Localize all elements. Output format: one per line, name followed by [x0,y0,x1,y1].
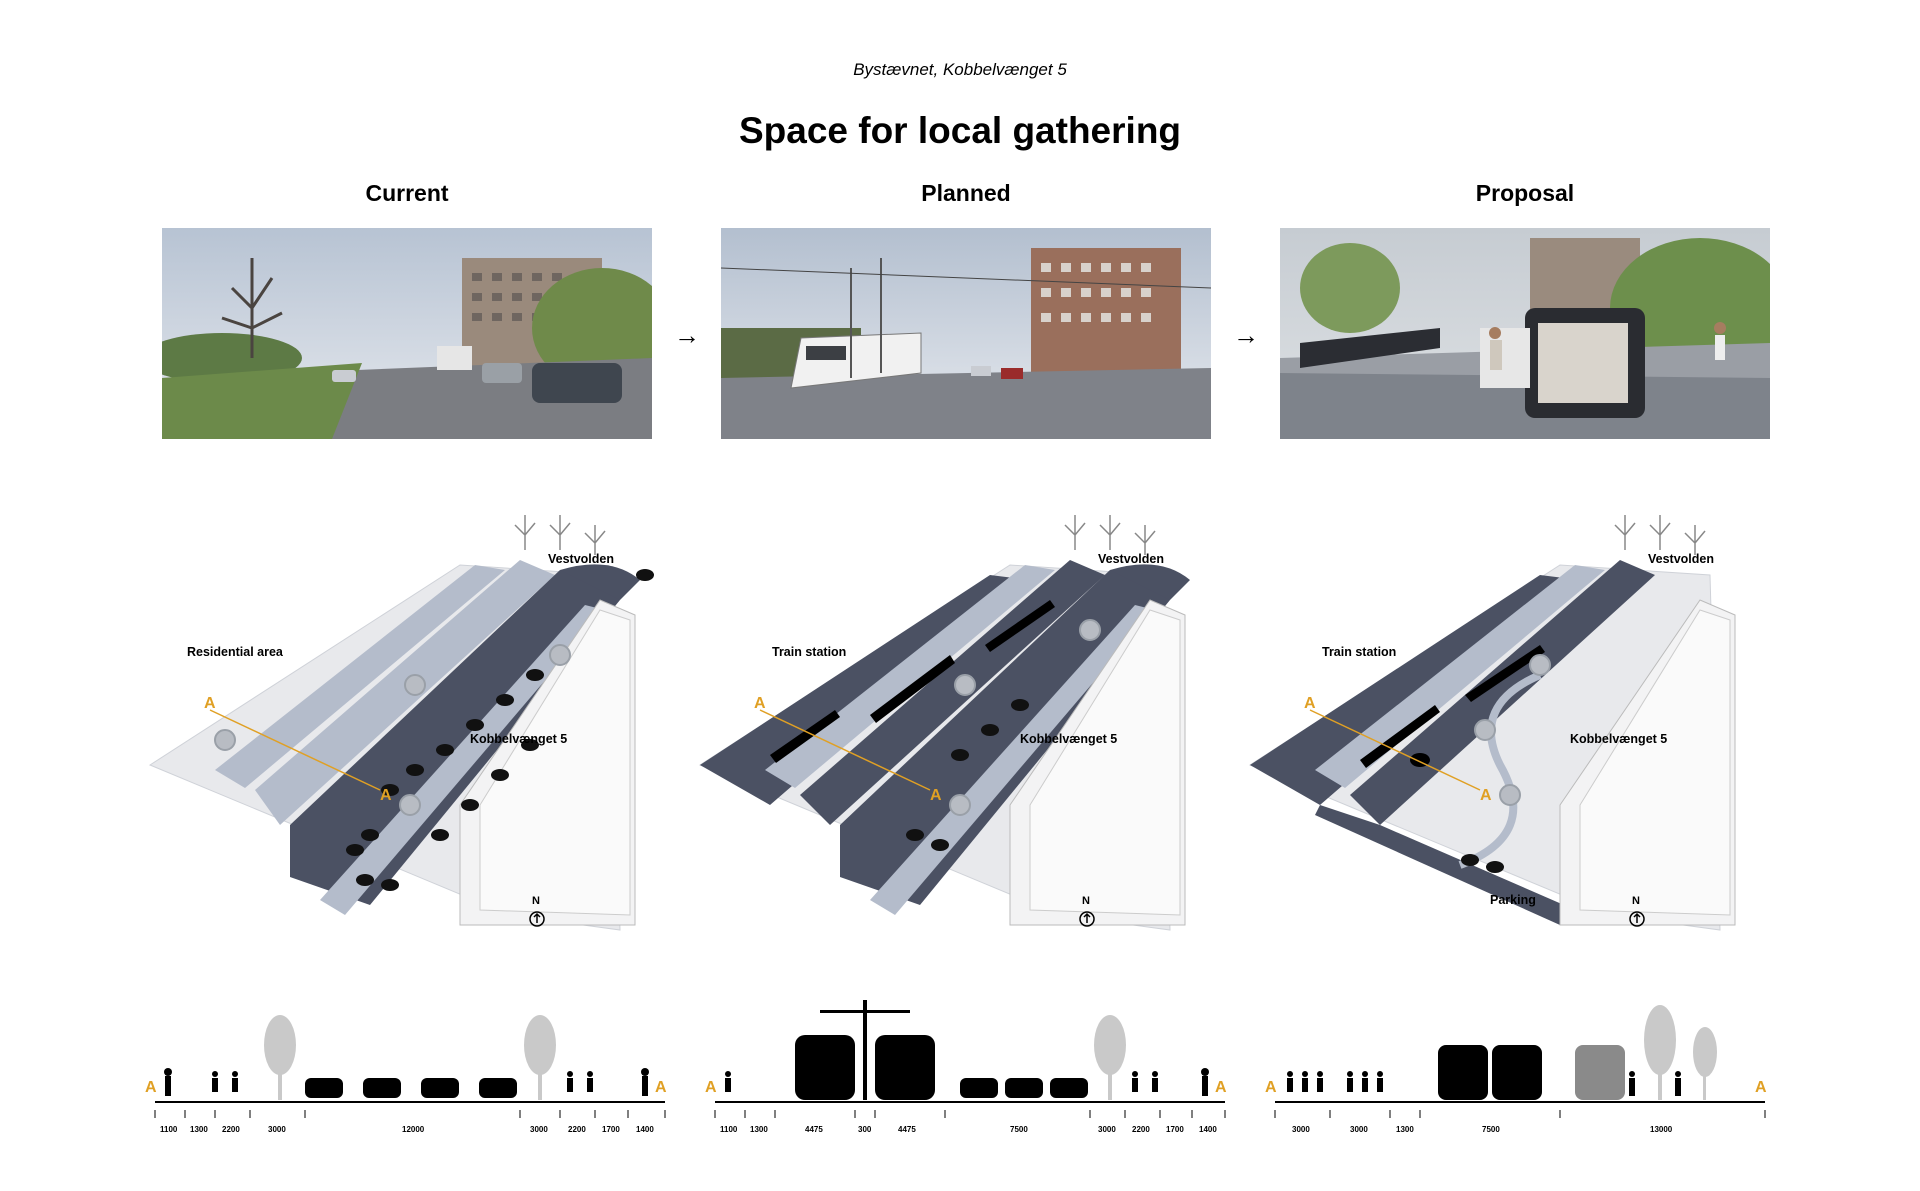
section-mark: A [1304,695,1316,712]
dimension-label: 300 [858,1125,872,1134]
dimension-label: 1300 [1396,1125,1414,1134]
label-vestvolden: Vestvolden [548,552,614,566]
dimension-label: 1700 [602,1125,620,1134]
axonometric-proposal: A A Vestvolden Train station Kobbelvænge… [1240,505,1760,945]
page-title: Space for local gathering [738,110,1182,151]
section-end-mark: A [1215,1079,1227,1096]
dimension-label: 3000 [530,1125,548,1134]
north-label: N [1082,895,1090,907]
dimension-label: 4475 [805,1125,823,1134]
section-end-mark: A [705,1079,717,1096]
planned-street-photo [721,228,1211,439]
label-parking: Parking [1490,893,1536,907]
dimension-label: 1300 [190,1125,208,1134]
north-arrow-icon [1079,911,1095,927]
subtitle: Bystævnet, Kobbelvænget 5 [853,60,1067,79]
column-heading-proposal: Proposal [1475,180,1575,206]
dimension-label: 13000 [1650,1125,1673,1134]
dimension-label: 12000 [402,1125,425,1134]
axonometric-planned: A A Vestvolden Train station Kobbelvænge… [690,505,1210,945]
dimension-label: 7500 [1010,1125,1028,1134]
north-arrow-icon [1629,911,1645,927]
arrow-right-icon: → [674,320,700,350]
dimension-label: 2200 [1132,1125,1150,1134]
section-planned: A A 1100 1300 4475 300 4475 7500 3000 22… [700,990,1240,1160]
label-building: Kobbelvænget 5 [1020,732,1118,746]
dimension-label: 1400 [636,1125,654,1134]
dimension-label: 3000 [1350,1125,1368,1134]
dimension-label: 1100 [720,1125,738,1134]
label-building: Kobbelvænget 5 [1570,732,1668,746]
section-proposal: A A 3000 3000 1300 7500 13000 [1260,990,1780,1160]
section-end-mark: A [1755,1079,1767,1096]
dimension-label: 3000 [1292,1125,1310,1134]
label-residential-area: Residential area [187,645,283,659]
section-mark: A [380,787,392,804]
dimension-label: 7500 [1482,1125,1500,1134]
label-train-station: Train station [1322,645,1397,659]
section-mark: A [930,787,942,804]
column-heading-current: Current [365,180,449,206]
label-building: Kobbelvænget 5 [470,732,568,746]
current-street-photo [162,228,652,439]
section-mark: A [754,695,766,712]
column-heading-planned: Planned [921,180,1011,206]
section-end-mark: A [655,1079,667,1096]
label-train-station: Train station [772,645,847,659]
dimension-label: 1700 [1166,1125,1184,1134]
label-vestvolden: Vestvolden [1648,552,1714,566]
dimension-label: 4475 [898,1125,916,1134]
dimension-label: 1100 [160,1125,178,1134]
dimension-label: 3000 [268,1125,286,1134]
dimension-label: 2200 [222,1125,240,1134]
north-arrow-icon [529,911,545,927]
dimension-label: 1300 [750,1125,768,1134]
arrow-right-icon: → [1233,320,1259,350]
section-end-mark: A [1265,1079,1277,1096]
section-end-mark: A [145,1079,157,1096]
north-label: N [532,895,540,907]
section-current: A A 1100 1300 2200 3000 12000 3000 2200 … [140,990,680,1160]
dimension-label: 2200 [568,1125,586,1134]
label-vestvolden: Vestvolden [1098,552,1164,566]
dimension-label: 3000 [1098,1125,1116,1134]
section-mark: A [1480,787,1492,804]
axonometric-current: A A Vestvolden Residential area Kobbelvæ… [140,505,660,945]
dimension-label: 1400 [1199,1125,1217,1134]
section-mark: A [204,695,216,712]
proposal-street-photo [1280,228,1770,439]
north-label: N [1632,895,1640,907]
